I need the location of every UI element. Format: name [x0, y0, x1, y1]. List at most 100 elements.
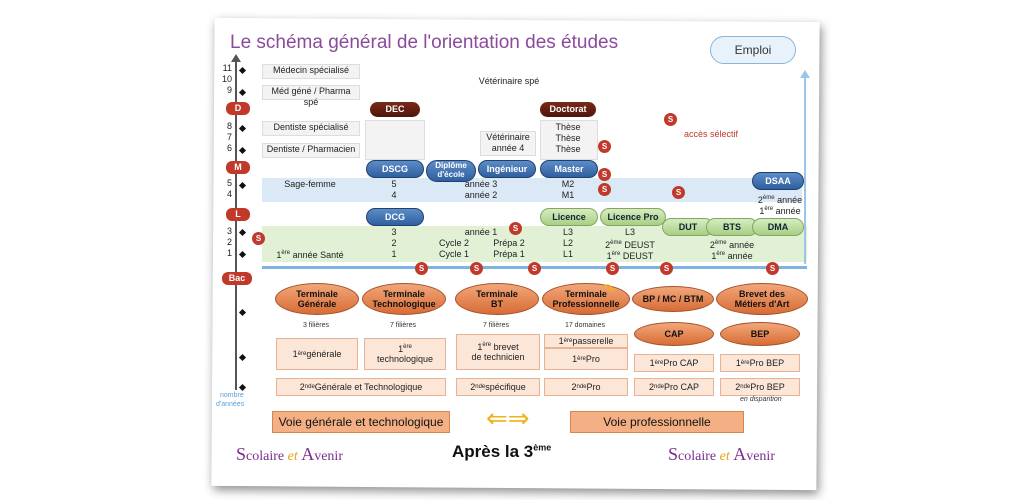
diplome-ecole-badge: Diplôme d'école — [426, 160, 476, 182]
cycle2-label: Cycle 2 — [438, 238, 469, 248]
cycle1-label: Cycle 1 — [438, 249, 469, 259]
these-1: Thèse — [555, 144, 581, 154]
dentiste-spe-box: Dentiste spécialisé — [262, 121, 360, 136]
selective-access-icon: S — [509, 222, 522, 235]
axis-tag-bac: Bac — [222, 272, 252, 285]
bp-mc-btm: BP / MC / BTM — [632, 286, 714, 312]
bts-annee2: 2ème année — [709, 240, 755, 250]
axis-arrow-icon — [231, 54, 241, 62]
dsaa-badge: DSAA — [752, 172, 804, 190]
licence-pro-badge: Licence Pro — [600, 208, 666, 226]
dec-box — [365, 120, 425, 160]
dsaa-annee2: 2ème année — [757, 195, 803, 205]
emploi-cloud[interactable]: Emploi — [710, 36, 796, 64]
selective-access-icon: S — [415, 262, 428, 275]
ecole-annee2: année 2 — [464, 190, 498, 200]
selective-access-legend: accès sélectif — [684, 129, 739, 139]
axis-number: 11 — [222, 63, 232, 73]
m2-label: M2 — [561, 179, 575, 189]
axis-number: 5 — [226, 178, 232, 188]
filieres-note: 3 filières — [302, 322, 330, 329]
deust2-label: 2ème DEUST — [605, 240, 655, 250]
dec-badge: DEC — [370, 102, 420, 117]
axis-number: 10 — [221, 74, 232, 84]
voie-generale-box: Voie générale et technologique — [272, 411, 450, 433]
page-title: Le schéma général de l'orientation des é… — [230, 32, 619, 53]
selective-access-icon: S — [598, 168, 611, 181]
axis-number: 2 — [226, 237, 232, 247]
arrow-up-icon — [800, 70, 810, 78]
cap-oval: CAP — [634, 322, 714, 346]
axis-number: 1 — [226, 248, 232, 258]
axis-caption: d'années — [216, 401, 245, 408]
annee1-sante-label: 1ère année Santé — [276, 250, 344, 260]
bep-oval: BEP — [720, 322, 800, 346]
selective-access-icon: S — [598, 183, 611, 196]
selective-access-icon: S — [664, 113, 677, 126]
selective-access-icon: S — [252, 232, 265, 245]
axis-tag-d: D — [226, 102, 250, 115]
selective-access-icon: S — [766, 262, 779, 275]
ecole-annee1: année 1 — [464, 227, 498, 237]
axis-number: 3 — [226, 226, 232, 236]
sage-femme-label: Sage-femme — [284, 179, 336, 189]
ingenieur-badge: Ingénieur — [478, 160, 536, 178]
en-disparition-note: en disparition — [740, 396, 782, 403]
selective-access-icon: S — [470, 262, 483, 275]
filieres-note: 7 filières — [389, 322, 417, 329]
dentiste-pharma-box: Dentiste / Pharmacien — [262, 143, 360, 158]
dut-badge: DUT — [662, 218, 714, 236]
medecin-box: Médecin spécialisé — [262, 64, 360, 79]
these-3: Thèse — [555, 122, 581, 132]
dcg-year-3: 3 — [391, 227, 397, 237]
voie-pro-box: Voie professionnelle — [570, 411, 744, 433]
curved-arrow-icon: ↷ — [602, 282, 616, 299]
split-arrow-icon: ⇐⇒ — [486, 403, 530, 433]
axis-number: 8 — [226, 121, 232, 131]
filieres-note: 17 domaines — [564, 322, 606, 329]
prepa2-label: Prépa 2 — [493, 238, 525, 248]
dcg-year-2: 2 — [391, 238, 397, 248]
m1-label: M1 — [561, 190, 575, 200]
axis-number: 4 — [226, 189, 232, 199]
l2-label: L2 — [562, 238, 573, 248]
selective-access-icon: S — [528, 262, 541, 275]
veterinaire-spe-label: Vétérinaire spé — [478, 76, 540, 86]
axis-tag-m: M — [226, 161, 250, 174]
years-axis — [235, 60, 237, 390]
dcg-badge: DCG — [366, 208, 424, 226]
dscg-year-4: 4 — [391, 190, 397, 200]
deust1-label: 1ère DEUST — [606, 251, 654, 261]
selective-access-icon: S — [606, 262, 619, 275]
dscg-badge: DSCG — [366, 160, 424, 178]
band-master — [262, 178, 802, 202]
axis-caption: nombre — [220, 392, 244, 399]
axis-number: 7 — [226, 132, 232, 142]
apres-la-3eme: Après la 3ème — [452, 442, 552, 461]
brand-logo-right: Scolaire et Avenir — [668, 444, 775, 464]
axis-tag-l: L — [226, 208, 250, 221]
selective-access-icon: S — [598, 140, 611, 153]
dsaa-annee1: 1ère année — [759, 206, 801, 216]
bts-badge: BTS — [706, 218, 758, 236]
axis-number: 6 — [226, 143, 232, 153]
dscg-year-5: 5 — [391, 179, 397, 189]
l3-label: L3 — [562, 227, 573, 237]
brand-logo-left: Scolaire et Avenir — [236, 444, 343, 464]
master-badge: Master — [540, 160, 598, 178]
selective-access-icon: S — [672, 186, 685, 199]
